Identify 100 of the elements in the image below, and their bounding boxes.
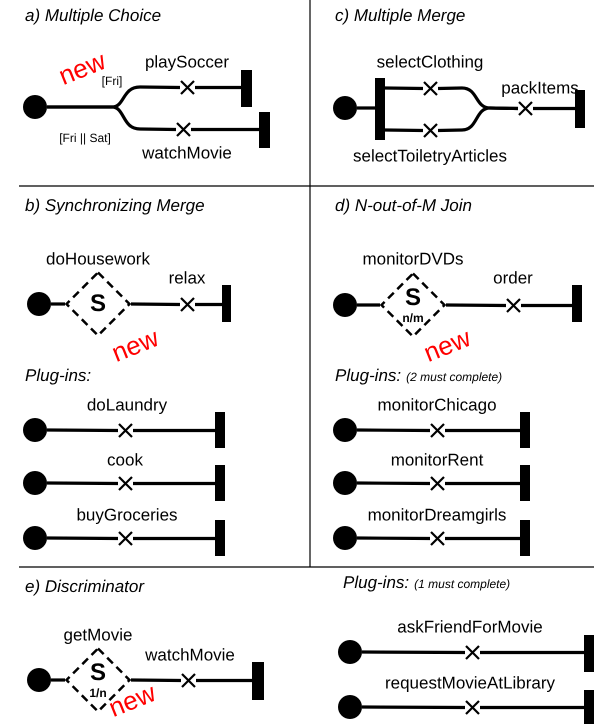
flow-line bbox=[362, 650, 465, 654]
activity-name: relax bbox=[168, 270, 206, 286]
sync-bar bbox=[252, 662, 264, 700]
activity-cross bbox=[176, 122, 191, 137]
activity-cross bbox=[465, 645, 480, 660]
sync-bar bbox=[215, 412, 225, 448]
flow-line bbox=[356, 481, 430, 486]
section-heading: Plug-ins: bbox=[343, 573, 410, 592]
sync-bar bbox=[572, 285, 582, 322]
ratio-label: 1/n bbox=[89, 687, 107, 699]
flow-line bbox=[47, 105, 176, 132]
flow-line bbox=[191, 128, 259, 132]
activity-name: buyGroceries bbox=[76, 506, 178, 524]
start-dot bbox=[338, 640, 362, 664]
section-heading: d) N-out-of-M Join bbox=[335, 196, 472, 215]
merge-letter: S bbox=[90, 661, 106, 685]
activity-name: cook bbox=[107, 452, 143, 468]
flow-line bbox=[357, 106, 375, 110]
start-dot bbox=[333, 526, 357, 550]
section-heading: a) Multiple Choice bbox=[25, 6, 162, 25]
flow-line bbox=[133, 482, 215, 486]
start-dot bbox=[333, 471, 357, 495]
flow-line bbox=[480, 650, 584, 654]
activity-cross bbox=[181, 673, 196, 688]
activity-cross bbox=[518, 101, 533, 116]
flow-line bbox=[356, 428, 430, 432]
heading-note: (1 must complete) bbox=[414, 577, 510, 591]
activity-name: monitorDreamgirls bbox=[368, 506, 506, 524]
flow-line bbox=[130, 302, 180, 306]
activity-cross bbox=[118, 423, 133, 438]
new-tag: new bbox=[105, 679, 159, 721]
start-dot bbox=[23, 95, 47, 119]
activity-name: requestMovieAtLibrary bbox=[384, 674, 556, 692]
flow-line bbox=[51, 302, 65, 306]
flow-line bbox=[133, 428, 215, 432]
flow-line bbox=[130, 678, 182, 682]
flow-line bbox=[51, 678, 65, 682]
sync-bar bbox=[222, 285, 231, 322]
start-dot bbox=[333, 293, 357, 317]
activity-name: doLaundry bbox=[86, 396, 168, 414]
flow-line bbox=[46, 481, 118, 486]
flow-line bbox=[446, 303, 506, 308]
flow-line bbox=[133, 536, 215, 540]
sync-bar bbox=[520, 465, 530, 501]
activity-name: askFriendForMovie bbox=[397, 618, 543, 636]
flow-line bbox=[438, 106, 518, 132]
guard-label: [Fri] bbox=[102, 75, 122, 87]
section-heading: Plug-ins: bbox=[25, 366, 92, 385]
activity-name: watchMovie bbox=[142, 144, 232, 162]
sync-bar bbox=[520, 412, 530, 448]
flow-line bbox=[357, 303, 380, 307]
activity-cross bbox=[430, 531, 445, 546]
start-dot bbox=[23, 526, 47, 550]
start-dot bbox=[27, 292, 51, 316]
flow-line bbox=[362, 705, 465, 710]
flow-line bbox=[195, 302, 222, 306]
activity-name: selectToiletryArticles bbox=[353, 148, 507, 164]
activity-name: getMovie bbox=[64, 626, 132, 644]
start-dot bbox=[333, 96, 357, 120]
section-heading: b) Synchronizing Merge bbox=[25, 196, 205, 215]
activity-cross bbox=[180, 297, 195, 312]
flow-line bbox=[384, 86, 424, 90]
sync-bar bbox=[241, 70, 252, 107]
activity-name: monitorRent bbox=[390, 452, 484, 468]
sync-bar bbox=[259, 112, 270, 148]
activity-cross bbox=[180, 80, 195, 95]
sync-bar bbox=[584, 690, 594, 724]
activity-cross bbox=[423, 123, 438, 138]
sync-bar bbox=[584, 635, 594, 672]
activity-name: order bbox=[493, 270, 533, 286]
flow-line bbox=[521, 304, 572, 308]
new-tag: new bbox=[108, 324, 162, 366]
guard-label: [Fri || Sat] bbox=[59, 132, 111, 144]
start-dot bbox=[23, 471, 47, 495]
flow-line bbox=[196, 678, 252, 682]
activity-cross bbox=[465, 700, 480, 715]
activity-cross bbox=[118, 476, 133, 491]
start-dot bbox=[333, 418, 357, 442]
merge-letter: S bbox=[90, 292, 106, 316]
start-dot bbox=[338, 695, 362, 719]
section-heading: Plug-ins: bbox=[335, 366, 402, 385]
section-heading: c) Multiple Merge bbox=[335, 6, 466, 25]
flow-line bbox=[480, 706, 584, 710]
flow-line bbox=[356, 536, 430, 540]
activity-name: monitorDVDs bbox=[362, 250, 464, 268]
activity-name: doHousework bbox=[46, 250, 150, 268]
activity-cross bbox=[430, 423, 445, 438]
sync-bar bbox=[520, 520, 530, 556]
new-tag: new bbox=[420, 324, 474, 366]
flow-line bbox=[445, 482, 520, 486]
activity-cross bbox=[423, 81, 438, 96]
activity-name: packItems bbox=[501, 80, 579, 96]
flow-line bbox=[445, 428, 520, 432]
activity-cross bbox=[430, 476, 445, 491]
activity-name: watchMovie bbox=[145, 646, 235, 664]
flow-line bbox=[445, 536, 520, 540]
heading-note: (2 must complete) bbox=[406, 370, 502, 384]
activity-name: selectClothing bbox=[376, 54, 484, 70]
sync-bar bbox=[215, 465, 225, 501]
activity-cross bbox=[118, 531, 133, 546]
